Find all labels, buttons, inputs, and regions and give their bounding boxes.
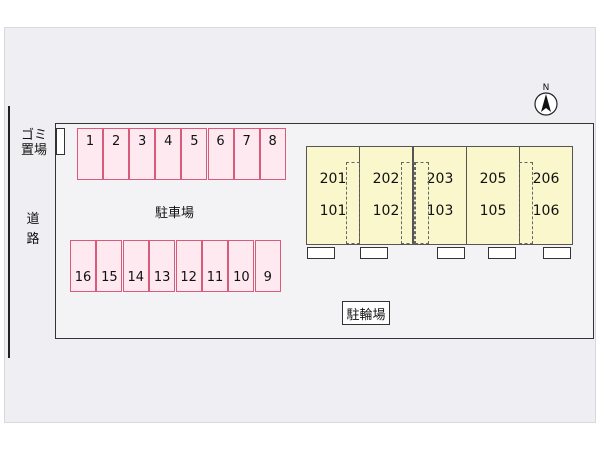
parking-lot-label: 駐車場	[155, 206, 195, 221]
unit-upper-number: 205	[479, 171, 507, 187]
parking-space: 8	[259, 128, 286, 180]
road-line	[8, 106, 10, 358]
unit-upper-number: 202	[372, 171, 400, 187]
parking-space: 13	[149, 240, 176, 292]
parking-space: 11	[202, 240, 228, 292]
parking-space: 7	[233, 128, 260, 180]
north-label: N	[543, 83, 550, 93]
stair-outline	[346, 162, 360, 244]
entrance-step	[307, 247, 335, 259]
entrance-step	[543, 247, 571, 259]
unit-lower-number: 106	[532, 203, 560, 219]
building-unit: 205 105	[466, 146, 520, 245]
parking-space: 15	[96, 240, 123, 292]
unit-upper-number: 206	[532, 171, 560, 187]
parking-space: 12	[175, 240, 202, 292]
unit-upper-number: 203	[426, 171, 454, 187]
garbage-area-box	[56, 128, 65, 155]
parking-space: 5	[181, 128, 208, 180]
compass-needle	[541, 94, 551, 112]
parking-space: 10	[228, 240, 255, 292]
unit-lower-number: 105	[479, 203, 507, 219]
north-arrow-icon: N	[534, 83, 558, 116]
entrance-step	[360, 247, 388, 259]
bicycle-parking-label: 駐輪場	[342, 301, 390, 325]
parking-space: 2	[103, 128, 130, 180]
entrance-step	[437, 247, 465, 259]
stair-outline	[519, 162, 533, 244]
parking-space: 6	[207, 128, 234, 180]
unit-lower-number: 102	[372, 203, 400, 219]
unit-lower-number: 103	[426, 203, 454, 219]
garbage-area-label: ゴミ置場	[20, 128, 47, 158]
parking-space: 16	[70, 240, 96, 292]
road-label: 道路	[26, 212, 40, 247]
parking-space: 14	[122, 240, 149, 292]
stair-outline	[401, 162, 415, 244]
stair-outline	[415, 162, 429, 244]
parking-space: 3	[129, 128, 156, 180]
parking-space: 4	[155, 128, 182, 180]
parking-space: 9	[254, 240, 281, 292]
unit-upper-number: 201	[319, 171, 347, 187]
entrance-step	[488, 247, 516, 259]
unit-lower-number: 101	[319, 203, 347, 219]
parking-space: 1	[77, 128, 103, 180]
